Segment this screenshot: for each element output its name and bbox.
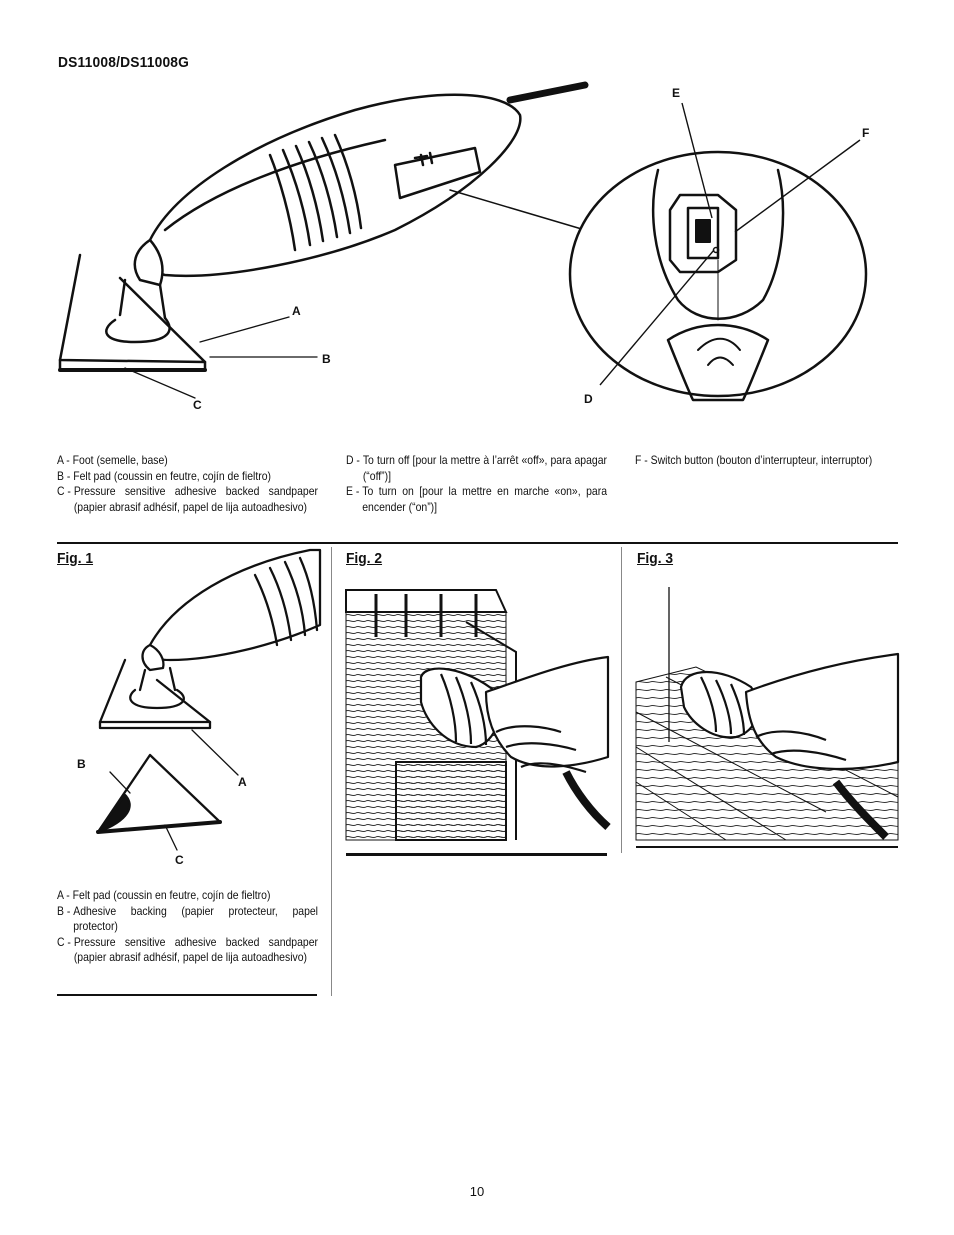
fig3-illustration	[635, 587, 900, 841]
legend-text: Switch button (bouton d’interrupteur, in…	[650, 454, 873, 467]
callout-f: F	[862, 126, 870, 140]
legend-text: To turn on [pour la mettre en marche «on…	[362, 485, 607, 514]
model-title: DS11008/DS11008G	[58, 54, 190, 71]
legend-key: D -	[346, 454, 363, 467]
legend-col3: F - Switch button (bouton d’interrupteur…	[635, 453, 897, 469]
callout-b: B	[322, 352, 331, 366]
page-number: 10	[469, 1184, 485, 1199]
legend-col2: D - To turn off [pour la mettre à l’arrê…	[346, 453, 607, 515]
fig2-title: Fig. 2	[346, 550, 383, 567]
sander-illustration	[58, 81, 589, 399]
callout-e: E	[672, 86, 681, 100]
fig1-illustration	[96, 548, 322, 851]
legend-key: E -	[346, 485, 363, 498]
fig1-callout-a: A	[238, 775, 247, 789]
fig3-bottom-rule	[636, 846, 898, 848]
callout-c: C	[193, 398, 202, 412]
legend-text: Felt pad (coussin en feutre, cojín de fi…	[73, 469, 272, 483]
fig1-callout-b: B	[77, 757, 86, 771]
zoom-leaders	[599, 102, 861, 386]
legend-item: B - Felt pad (coussin en feutre, cojín d…	[57, 469, 318, 485]
legend-item: C - Pressure sensitive adhesive backed s…	[57, 935, 318, 966]
fig1-bottom-rule	[57, 994, 317, 996]
fig3-title: Fig. 3	[637, 550, 674, 567]
legend-key: C -	[57, 485, 74, 498]
callout-a: A	[292, 304, 301, 318]
legend-text: Felt pad (coussin en feutre, cojín de fi…	[72, 889, 271, 902]
legend-text: Pressure sensitive adhesive backed sandp…	[73, 485, 318, 514]
legend-key: B -	[57, 904, 74, 918]
legend-col1: A - Foot (semelle, base) B - Felt pad (c…	[57, 453, 318, 515]
legend-key: F -	[635, 454, 651, 467]
legend-item: C - Pressure sensitive adhesive backed s…	[57, 484, 318, 515]
fig2-bottom-rule	[346, 853, 607, 856]
legend-item: A - Felt pad (coussin en feutre, cojín d…	[57, 888, 318, 904]
column-divider	[621, 547, 622, 853]
legend-item: E - To turn on [pour la mettre en marche…	[346, 484, 607, 515]
legend-text: Adhesive backing (papier protecteur, pap…	[73, 904, 318, 934]
fig1-callout-c: C	[175, 853, 184, 867]
legend-item: A - Foot (semelle, base)	[57, 453, 318, 469]
fig2-illustration	[345, 589, 611, 841]
section-divider	[57, 542, 898, 544]
legend-text: To turn off [pour la mettre à l’arrêt «o…	[362, 454, 607, 483]
column-divider	[331, 547, 332, 996]
legend-item: B - Adhesive backing (papier protecteur,…	[57, 904, 318, 935]
legend-text: Foot (semelle, base)	[72, 454, 168, 467]
legend-item: F - Switch button (bouton d’interrupteur…	[635, 453, 897, 469]
legend-key: C -	[57, 935, 74, 949]
switch-zoom-detail	[568, 150, 868, 402]
fig1-title: Fig. 1	[57, 550, 94, 567]
legend-key: B -	[57, 469, 74, 483]
fig1-legend: A - Felt pad (coussin en feutre, cojín d…	[57, 888, 318, 966]
legend-key: A -	[57, 889, 73, 902]
legend-key: A -	[57, 454, 73, 467]
legend-item: D - To turn off [pour la mettre à l’arrê…	[346, 453, 607, 484]
legend-text: Pressure sensitive adhesive backed sandp…	[73, 935, 318, 965]
callout-d: D	[584, 392, 593, 406]
